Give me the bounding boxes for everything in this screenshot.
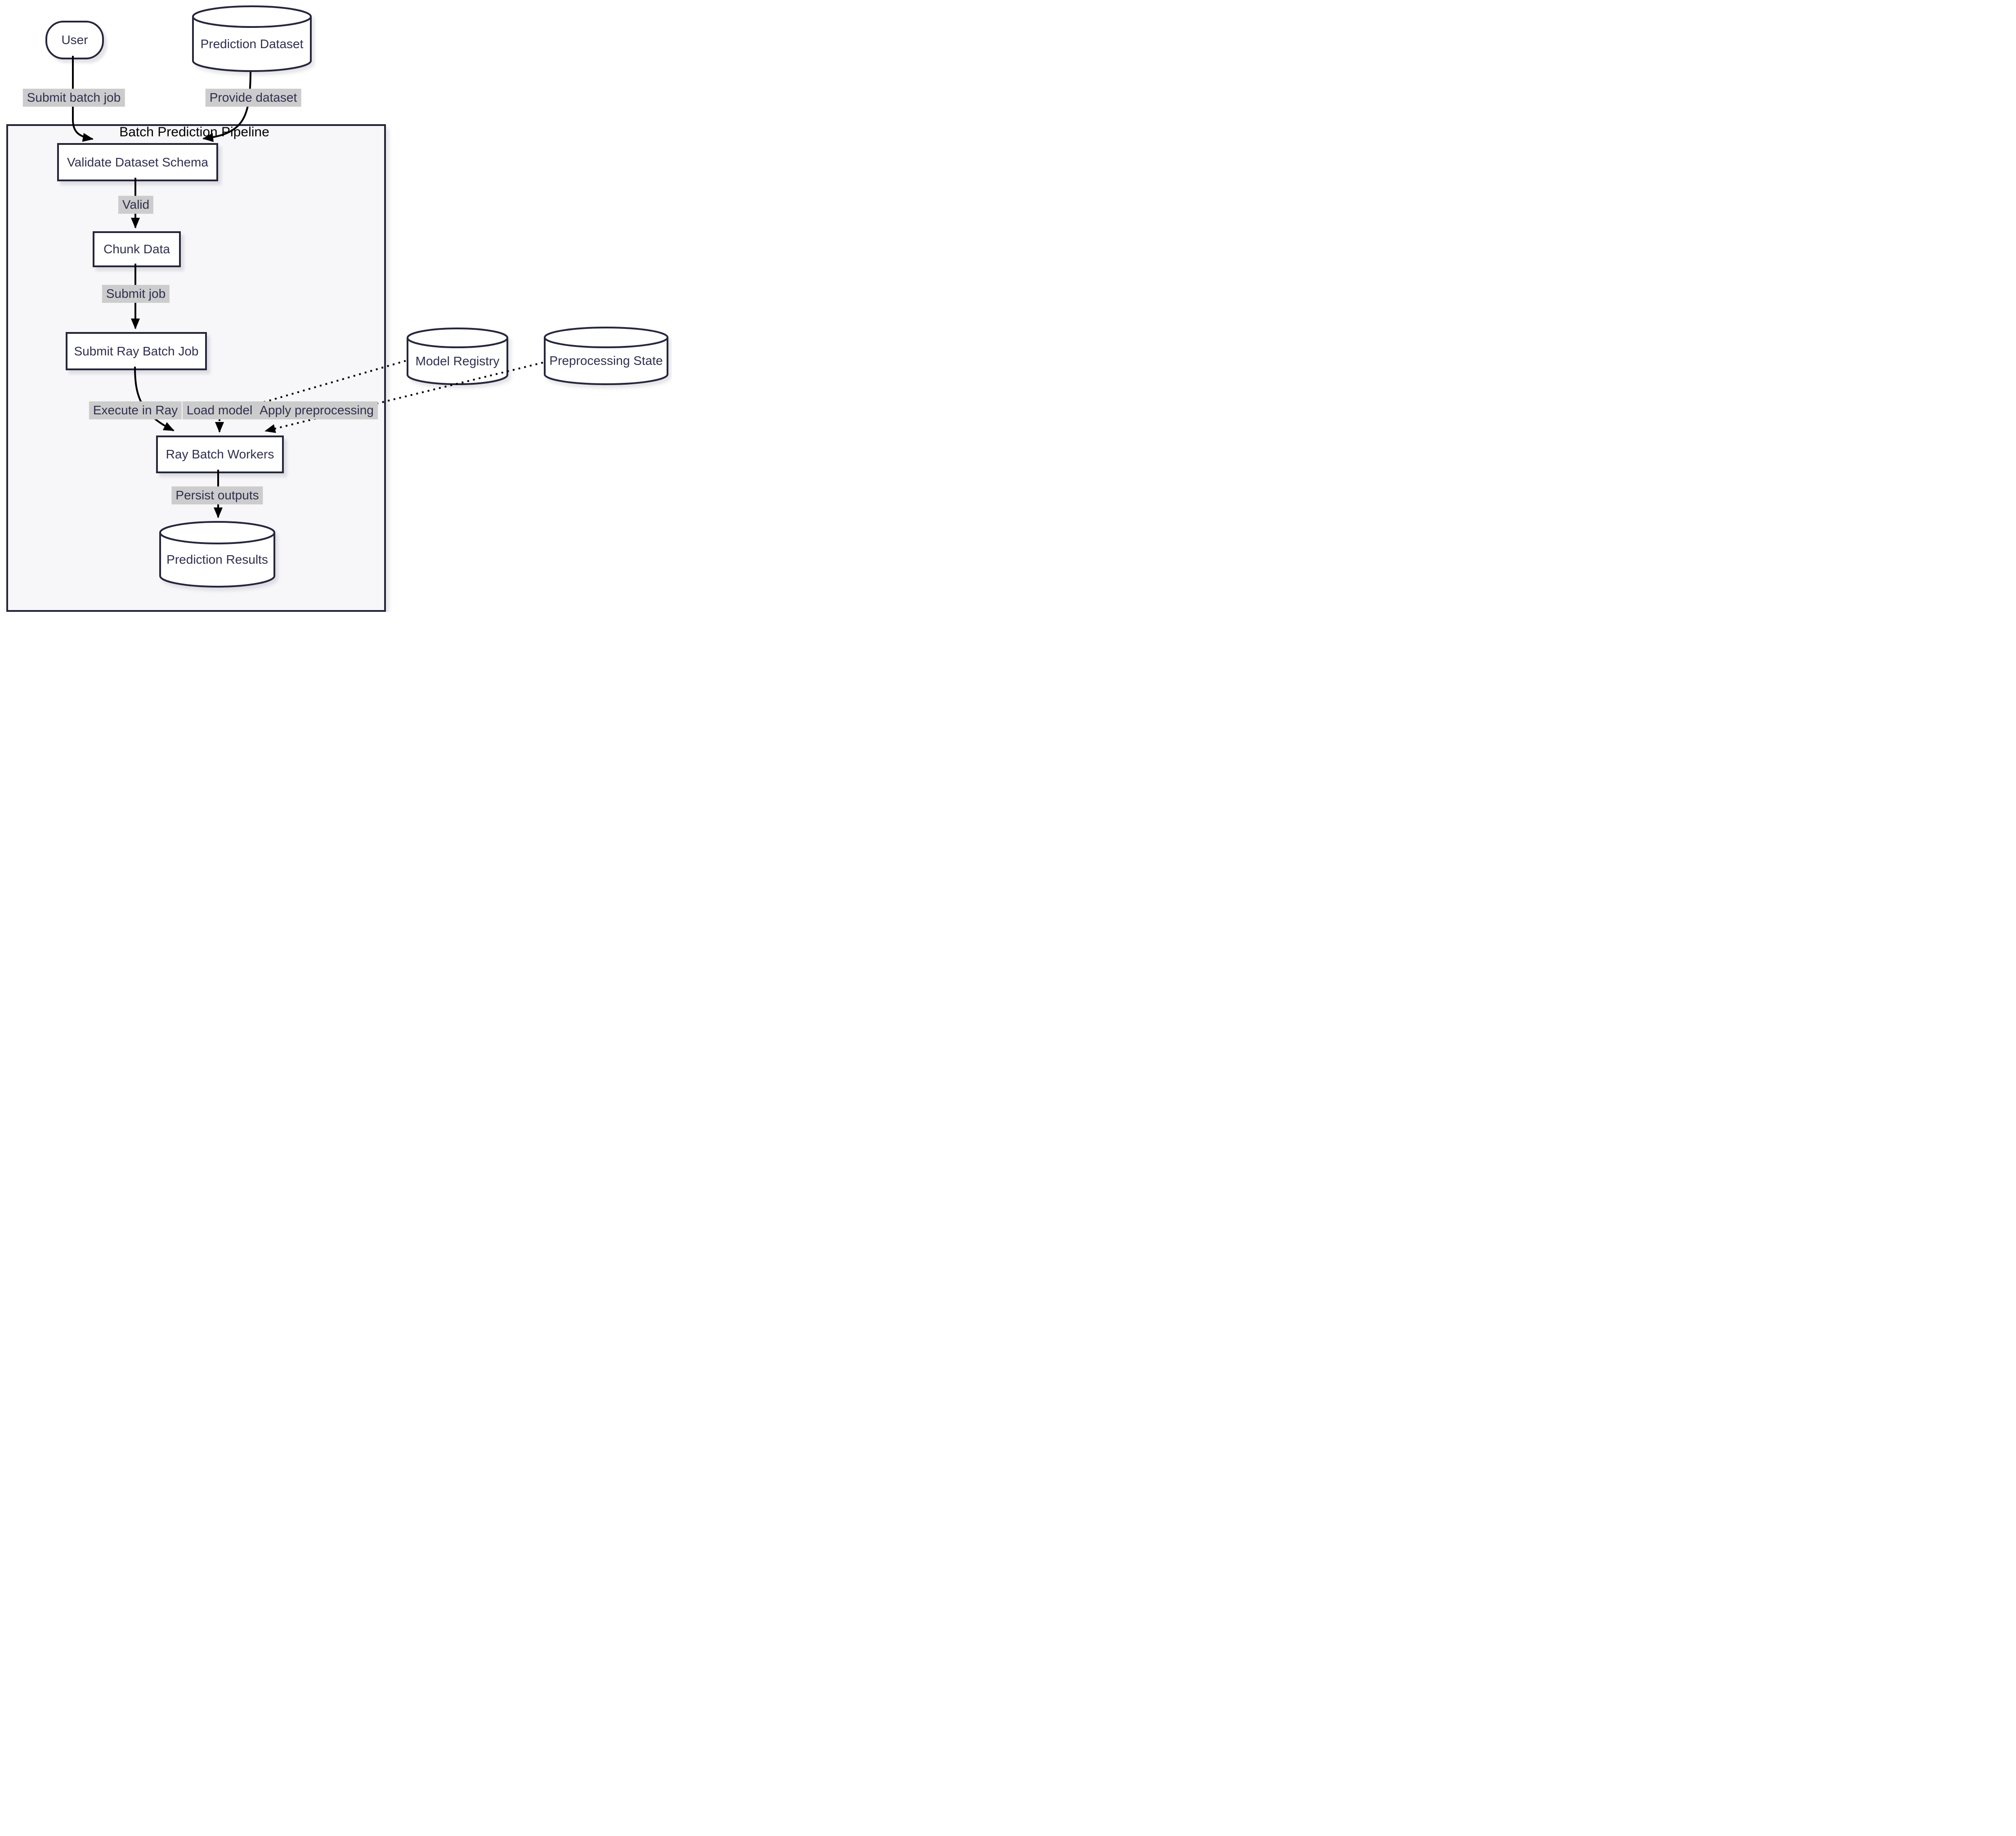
node-model-registry-label: Model Registry — [415, 354, 500, 368]
node-user-label: User — [61, 33, 88, 47]
node-prediction-dataset-label: Prediction Dataset — [200, 36, 304, 51]
edge-label-apply-preprocessing: Apply preprocessing — [255, 401, 378, 419]
node-chunk-data-label: Chunk Data — [103, 242, 170, 256]
node-submit-ray-batch-job: Submit Ray Batch Job — [66, 332, 207, 370]
node-preprocessing-state: Preprocessing State — [544, 327, 668, 385]
edge-label-submit-batch-job: Submit batch job — [22, 89, 125, 107]
node-user: User — [45, 21, 104, 59]
node-prediction-results: Prediction Results — [159, 521, 275, 588]
edge-label-load-model: Load model — [182, 401, 257, 419]
node-ray-batch-workers: Ray Batch Workers — [156, 435, 284, 473]
node-preprocessing-state-label: Preprocessing State — [549, 354, 663, 368]
node-chunk-data: Chunk Data — [93, 231, 181, 267]
edge-label-submit-job: Submit job — [102, 285, 170, 303]
edge-label-provide-dataset: Provide dataset — [205, 89, 301, 107]
node-submit-ray-batch-job-label: Submit Ray Batch Job — [74, 344, 199, 358]
node-prediction-results-label: Prediction Results — [166, 552, 268, 566]
node-prediction-dataset: Prediction Dataset — [192, 5, 312, 72]
node-model-registry: Model Registry — [407, 328, 508, 385]
node-validate-dataset-schema-label: Validate Dataset Schema — [67, 155, 208, 169]
node-validate-dataset-schema: Validate Dataset Schema — [57, 143, 218, 181]
cylinder-shape — [544, 327, 668, 385]
diagram-root: Batch Prediction Pipeline User Predictio… — [0, 0, 672, 612]
cylinder-shape — [159, 521, 275, 588]
pipeline-title: Batch Prediction Pipeline — [119, 125, 269, 139]
edge-label-valid: Valid — [118, 196, 154, 214]
cylinder-shape — [192, 5, 312, 72]
edge-label-execute-in-ray: Execute in Ray — [89, 401, 182, 419]
edge-label-persist-outputs: Persist outputs — [171, 486, 263, 504]
node-ray-batch-workers-label: Ray Batch Workers — [166, 447, 274, 461]
